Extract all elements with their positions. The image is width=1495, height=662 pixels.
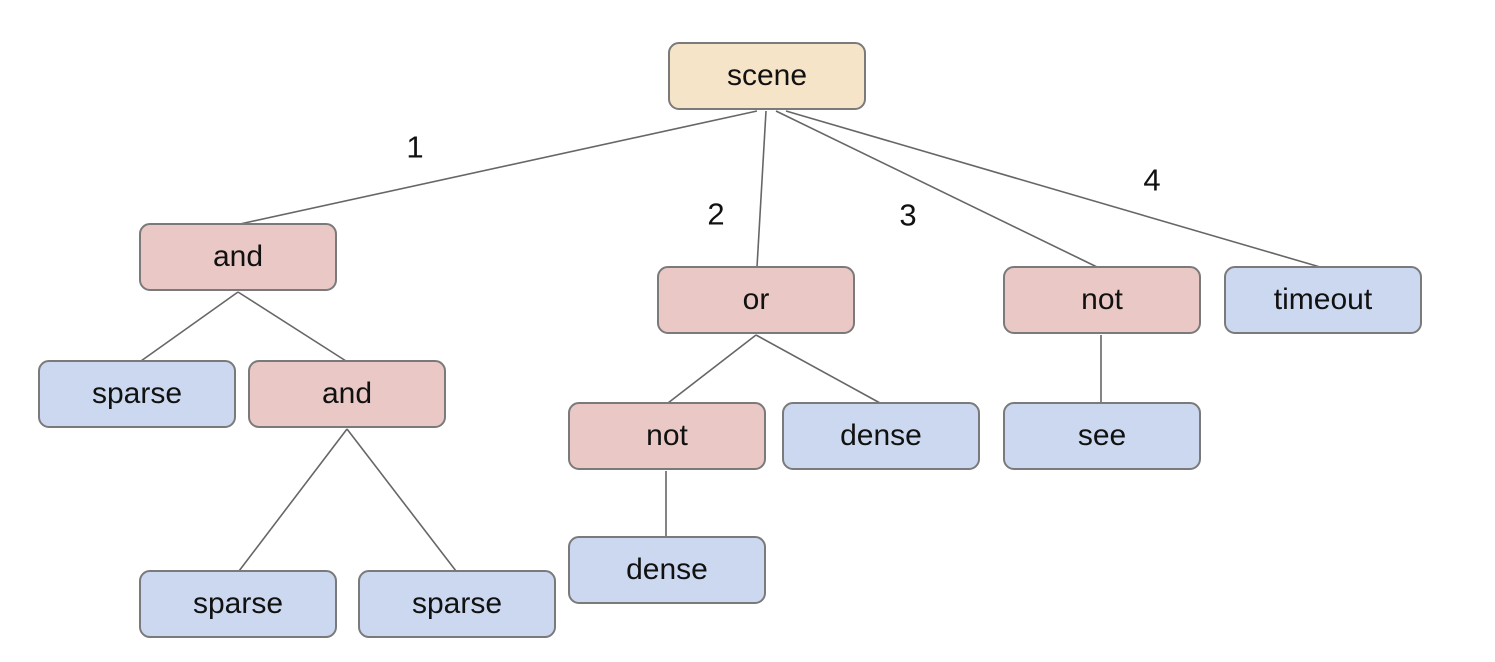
node-sparse-1-2-1: sparse [139,570,337,638]
node-label: timeout [1273,283,1373,316]
edge-or-not [667,334,757,404]
edge-and2-sparse-right [346,428,457,572]
node-label: not [646,419,688,452]
node-not-3: not [1003,266,1201,334]
node-sparse-1-2-2: sparse [358,570,556,638]
edge-label-1: 1 [406,129,424,165]
node-label: scene [726,59,808,92]
node-label: dense [840,419,922,452]
edge-scene-or [756,110,767,268]
node-and-1-2: and [248,360,446,428]
node-scene: scene [668,42,866,110]
edge-label-2: 2 [707,196,725,232]
edge-scene-and1 [239,110,758,225]
edge-label-4: 4 [1143,162,1161,198]
node-label: sparse [411,587,503,620]
node-label: sparse [91,377,183,410]
node-see-3-1: see [1003,402,1201,470]
node-or-2: or [657,266,855,334]
node-dense-2-1-1: dense [568,536,766,604]
node-not-2-1: not [568,402,766,470]
edge-and1-and2 [237,291,347,362]
edge-scene-timeout [785,110,1321,268]
node-label: not [1081,283,1123,316]
node-label: sparse [192,587,284,620]
node-label: see [1077,419,1127,452]
node-label: dense [626,553,708,586]
edge-and2-sparse-left [238,428,348,572]
node-sparse-1-1: sparse [38,360,236,428]
node-label: and [321,377,373,410]
edge-and1-sparse [140,291,239,362]
node-dense-2-2: dense [782,402,980,470]
node-timeout-4: timeout [1224,266,1422,334]
edge-or-dense [755,334,881,404]
edge-label-3: 3 [899,197,917,233]
node-and-1: and [139,223,337,291]
node-label: and [212,240,264,273]
node-label: or [742,283,770,316]
edge-scene-not [775,110,1098,268]
